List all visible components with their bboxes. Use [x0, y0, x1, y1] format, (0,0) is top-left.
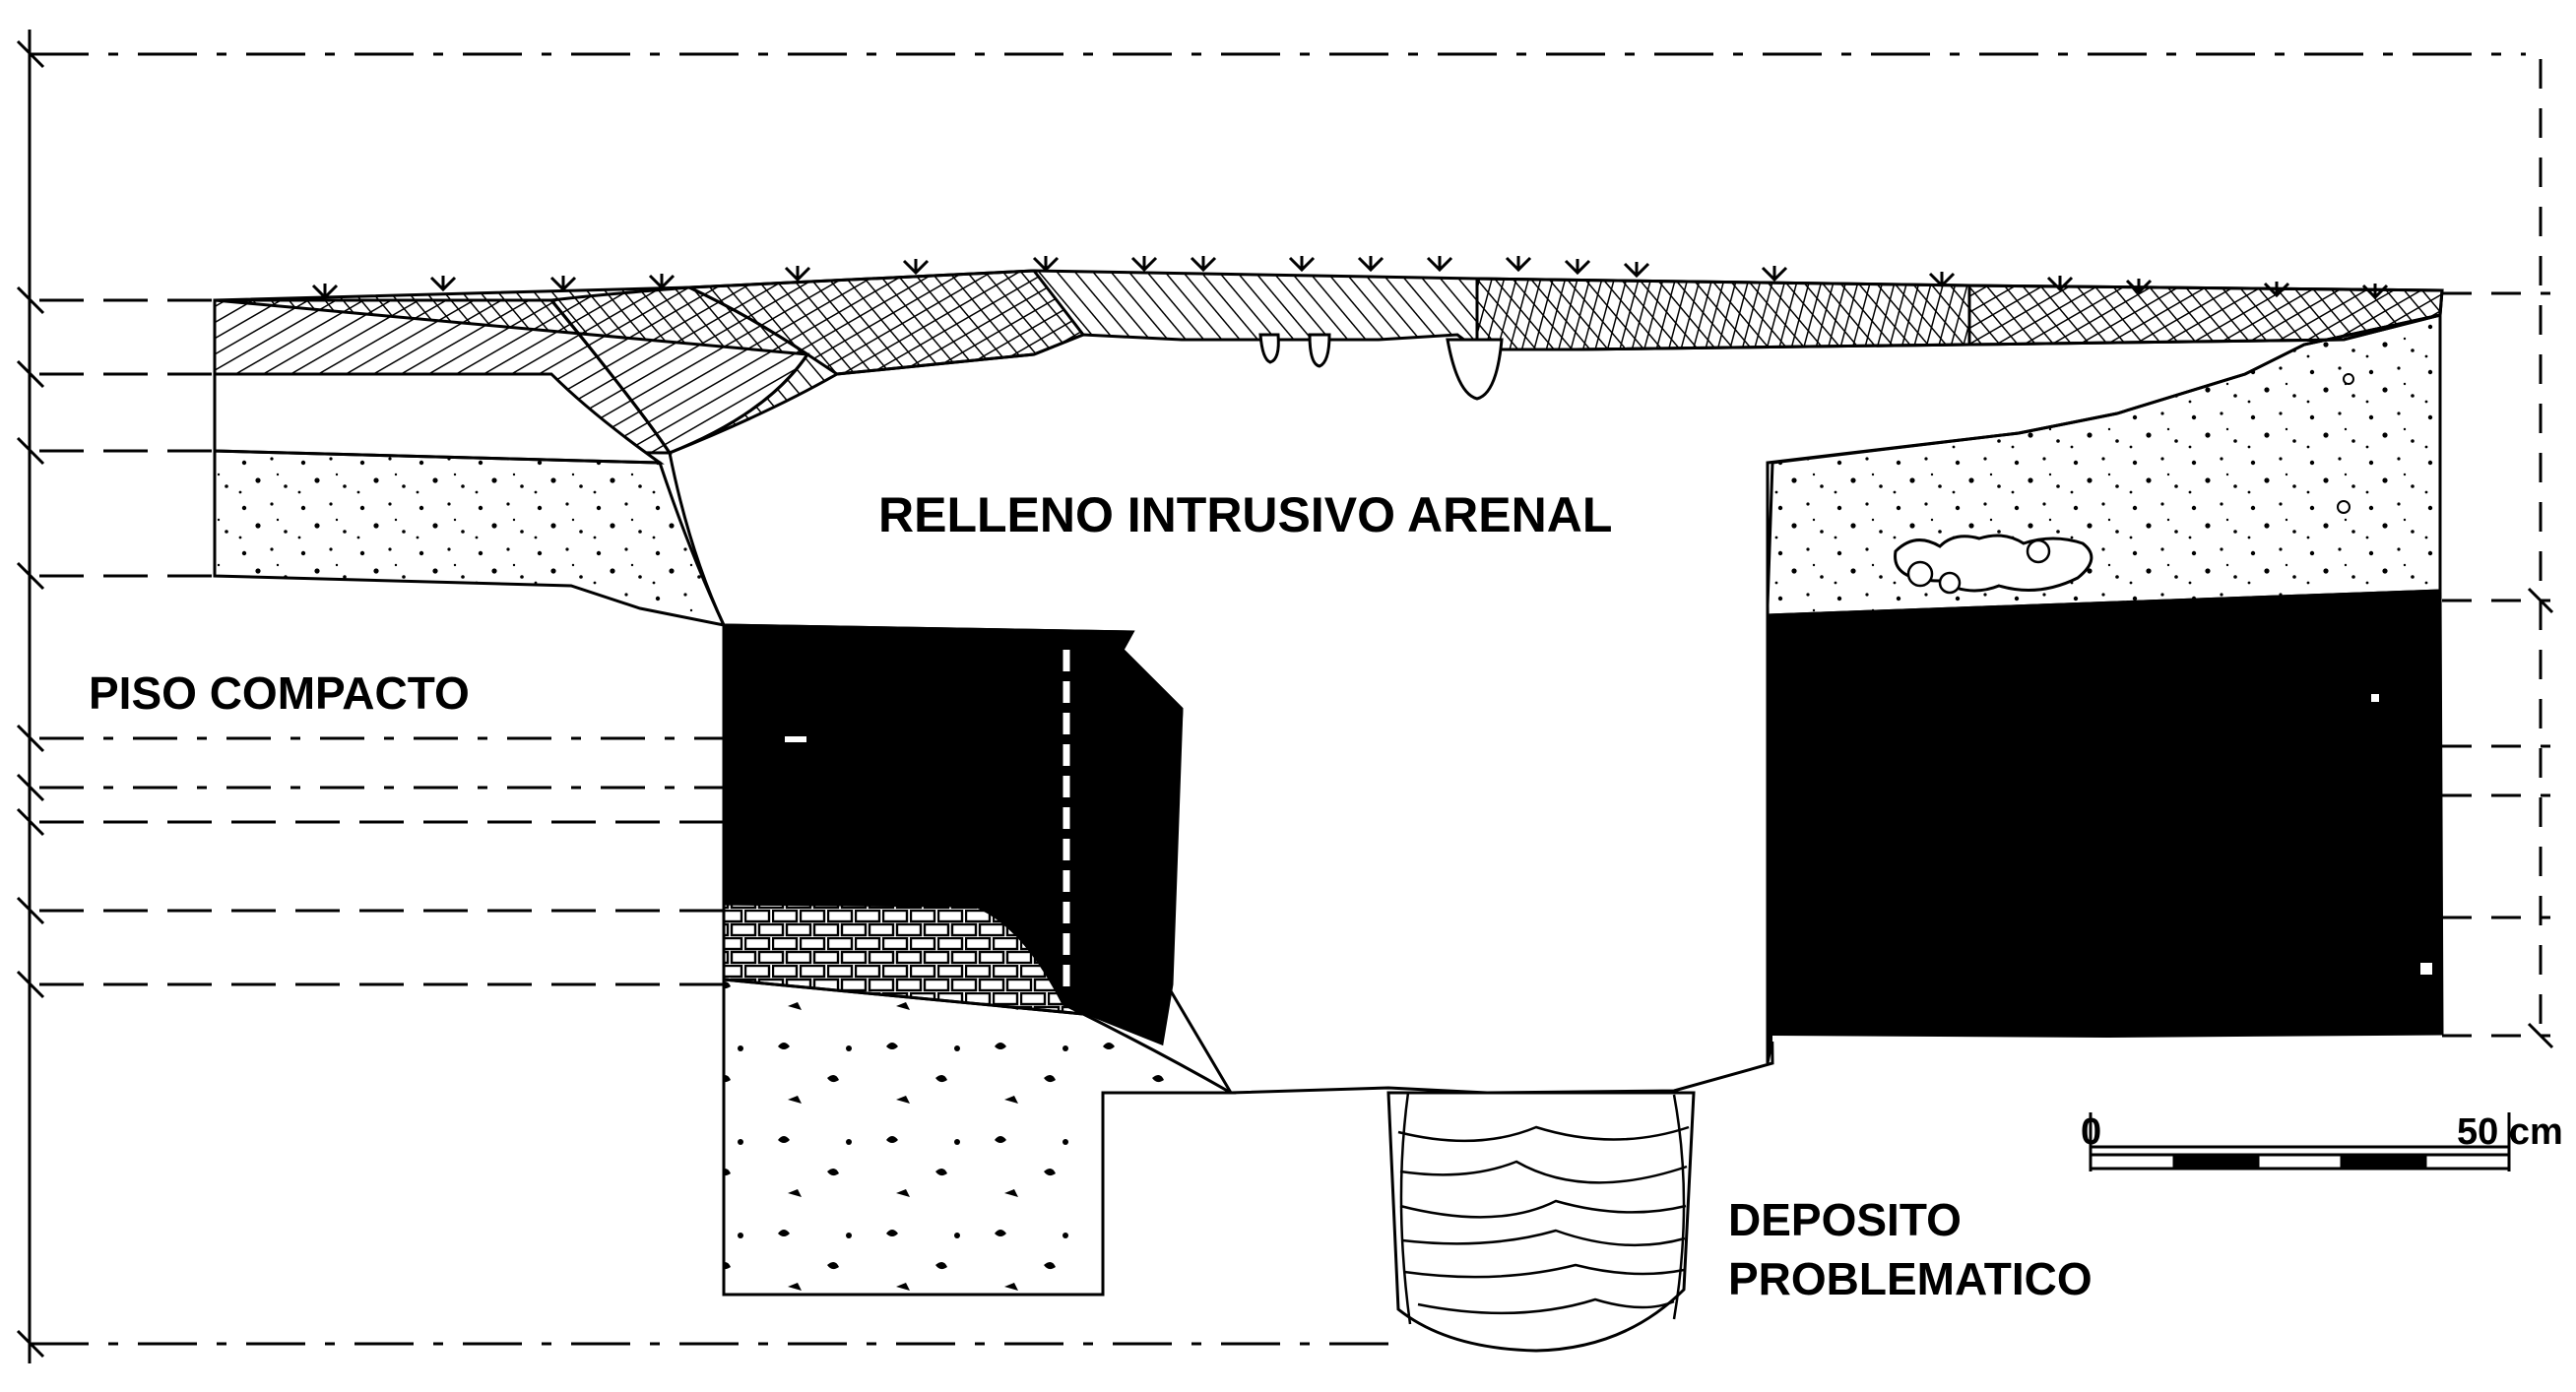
brick-layer	[722, 902, 1084, 1016]
deposito-label-line1: DEPOSITO	[1728, 1194, 1962, 1245]
relleno-label: RELLENO INTRUSIVO ARENAL	[878, 487, 1612, 542]
deposito-label-line2: PROBLEMATICO	[1728, 1253, 2093, 1304]
right-sediment-layer	[1766, 313, 2442, 617]
scale-end-label: 50 cm	[2457, 1111, 2563, 1153]
surface-vegetation	[311, 256, 2389, 300]
right-dark-layer	[1766, 589, 2444, 1064]
scale-start-label: 0	[2081, 1111, 2101, 1153]
left-sediment-layers	[213, 300, 727, 628]
scale-bar	[2089, 1112, 2511, 1171]
reference-lines	[28, 30, 2550, 1363]
piso-compacto-label: PISO COMPACTO	[89, 667, 470, 719]
problematic-deposit-pit	[1386, 1091, 1696, 1353]
lower-left-deposit	[722, 978, 1237, 1297]
tick-marks	[16, 39, 2554, 1359]
